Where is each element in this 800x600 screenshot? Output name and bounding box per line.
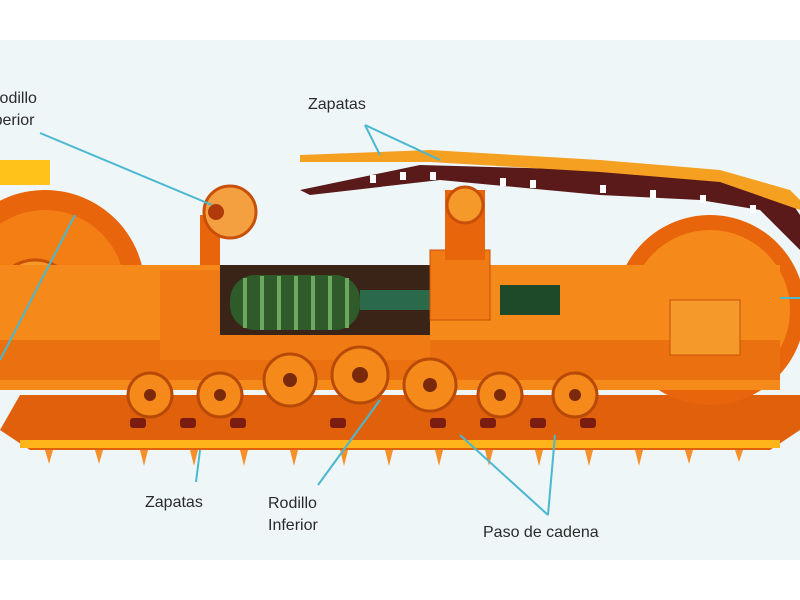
upper-roller-carrier xyxy=(200,184,258,265)
lower-track-highlight xyxy=(20,440,780,448)
yoke-block xyxy=(429,249,491,321)
lower-chain-links xyxy=(130,418,596,428)
upper-track-chain xyxy=(300,165,800,250)
recoil-cylinder xyxy=(500,285,560,315)
leader-lines xyxy=(0,124,800,516)
label-lower-roller-line1: Rodillo xyxy=(268,495,317,512)
idler-bracket xyxy=(669,299,741,356)
label-lower-roller-line2: Inferior xyxy=(268,517,318,534)
label-lower-roller: Rodillo Inferior xyxy=(268,493,318,537)
upper-chain-holes xyxy=(370,172,756,213)
spring-rod xyxy=(360,290,440,310)
upper-track-shoes xyxy=(300,150,800,210)
label-upper-roller-line1: Rodillo xyxy=(0,90,37,107)
label-upper-roller-line2: Superior xyxy=(0,112,35,129)
label-shoes-bottom: Zapatas xyxy=(145,494,203,511)
upper-roller-right xyxy=(445,185,485,260)
label-chain-pitch: Paso de cadena xyxy=(483,524,599,541)
bottom-grousers xyxy=(45,450,743,466)
label-upper-roller: Rodillo Superior xyxy=(0,88,37,132)
label-shoes-top: Zapatas xyxy=(308,96,366,113)
lower-track-chain xyxy=(0,395,800,450)
